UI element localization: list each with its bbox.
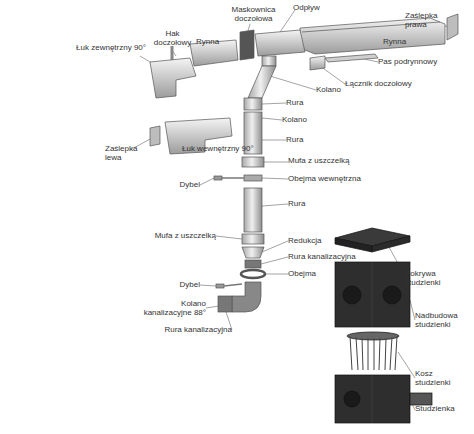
socket — [242, 157, 264, 167]
well-edge — [372, 375, 373, 423]
downpipe — [244, 188, 262, 232]
part-label: Odpływ — [293, 4, 333, 13]
bracket-pin — [222, 177, 244, 179]
well-base — [335, 375, 410, 423]
fascia-strip — [325, 54, 378, 62]
leader-line — [200, 178, 214, 185]
well-edge — [372, 262, 373, 327]
leader-lines — [130, 10, 448, 410]
part-label: Zaślepka prawa — [405, 12, 450, 30]
part-label: Pas podrynnowy — [378, 58, 448, 67]
leader-line — [262, 140, 286, 141]
basket-bars — [350, 336, 397, 370]
leader-line — [270, 76, 316, 90]
leader-line — [262, 118, 282, 120]
part-label: Hak doczołowy — [150, 30, 195, 48]
elbow-top — [248, 66, 276, 98]
part-label: Obejma wewnętrzna — [288, 175, 378, 184]
part-label: Rynna — [383, 38, 423, 47]
leader-line — [216, 236, 242, 239]
end-cap-right — [447, 14, 458, 40]
well-port — [383, 286, 401, 304]
part-label: Redukcja — [288, 237, 348, 246]
part-label: Mufa z uszczelką — [136, 232, 216, 241]
sewer-pipe — [245, 260, 261, 268]
part-label: Zaślepka lewa — [105, 145, 150, 163]
leader-line — [200, 285, 216, 286]
leader-line — [262, 178, 288, 179]
end-cap-left — [150, 126, 160, 146]
well-riser — [335, 262, 410, 327]
joint-cover — [240, 30, 254, 60]
part-label: Pokrywa studzienki — [405, 270, 455, 288]
part-label: Dybel — [160, 181, 200, 190]
part-label: Rura — [286, 99, 326, 108]
bracket-pin — [224, 284, 242, 286]
leader-line — [262, 204, 288, 206]
well-port — [344, 391, 360, 407]
sewer-pipe — [218, 296, 232, 312]
well-cover-side — [335, 238, 372, 252]
basket-rim — [347, 332, 399, 340]
part-label: Rynna — [196, 38, 231, 47]
leader-line — [262, 103, 286, 104]
well-port — [343, 286, 361, 304]
bracket — [244, 175, 262, 181]
well-cover-side — [372, 236, 410, 252]
leader-line — [265, 274, 288, 275]
socket — [242, 234, 264, 244]
leader-line — [280, 10, 295, 32]
part-label: Nadbudowa studzienki — [415, 312, 470, 330]
sewer-elbow — [232, 282, 261, 312]
leader-line — [320, 66, 345, 84]
wall-plug — [214, 176, 222, 180]
part-label: Studzienka — [415, 405, 470, 414]
part-label: Dybel — [160, 281, 200, 290]
part-label: Rura — [288, 200, 328, 209]
part-label: Mufa z uszczelką — [288, 157, 368, 166]
wall-plug — [216, 284, 224, 288]
leader-line — [264, 162, 288, 163]
part-label: Obejma — [288, 270, 338, 279]
gutter-connector — [310, 56, 325, 70]
outer-corner — [150, 58, 196, 98]
leader-line — [410, 300, 415, 320]
part-label: Rura kanalizacyjna — [147, 326, 232, 335]
leader-line — [261, 257, 288, 264]
part-label: Rura — [286, 136, 326, 145]
part-label: Łuk wewnętrzny 90° — [182, 145, 262, 154]
part-label: Kolano — [282, 116, 322, 125]
gutter-parts — [150, 14, 458, 312]
part-label: Maskownica doczołowa — [226, 6, 281, 24]
part-label: Kosz studzienki — [415, 370, 465, 388]
part-label: Kolano — [316, 86, 356, 95]
pipe-clamp — [241, 270, 265, 278]
outlet-spout — [262, 56, 276, 66]
well-outlet — [410, 393, 432, 405]
reducer — [242, 247, 264, 258]
leader-line — [262, 241, 288, 252]
part-label: Łuk zewnętrzny 90° — [66, 44, 146, 53]
outlet — [255, 30, 305, 56]
elbow — [244, 98, 262, 110]
part-label: Łącznik doczołowy — [345, 80, 425, 89]
part-label: Rura kanalizacyjna — [288, 253, 378, 262]
part-label: Kolano kanalizacyjne 88° — [134, 300, 206, 318]
leader-line — [398, 352, 415, 378]
